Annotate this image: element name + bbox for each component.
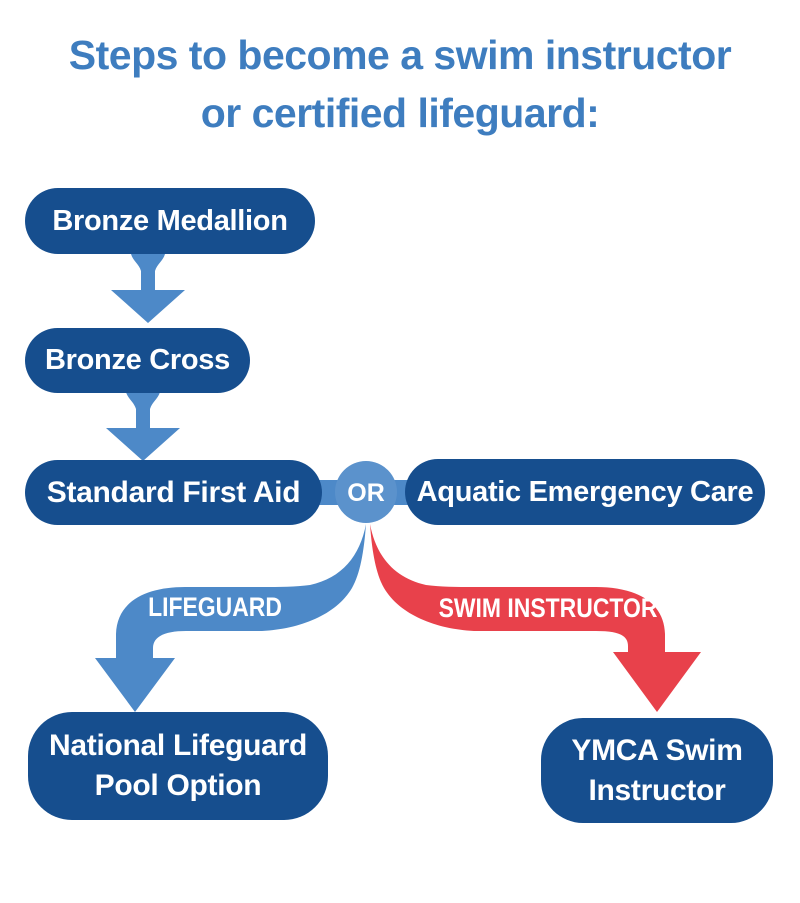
arrow-cross-to-firstaid-icon: [106, 392, 180, 461]
node-national-lifeguard-line1: National Lifeguard: [49, 729, 307, 762]
node-bronze-cross: Bronze Cross: [25, 328, 250, 393]
node-national-lifeguard-line2: Pool Option: [94, 769, 262, 802]
arrow-medallion-to-cross-icon: [111, 254, 185, 323]
swim-instructor-branch-arrow: [370, 524, 701, 712]
node-national-lifeguard-pool-option: National Lifeguard Pool Option: [28, 712, 328, 820]
node-ymca-line2: Instructor: [588, 773, 726, 807]
node-bronze-cross-label: Bronze Cross: [45, 344, 230, 376]
node-standard-first-aid: Standard First Aid: [25, 460, 322, 525]
swim-instructor-branch-label: SWIM INSTRUCTOR: [438, 593, 658, 623]
page-title: Steps to become a swim instructor or cer…: [0, 26, 800, 142]
page-title-line1: Steps to become a swim instructor: [68, 32, 732, 78]
or-label: OR: [347, 479, 385, 507]
or-circle: [335, 461, 397, 523]
node-ymca-swim-instructor: YMCA Swim Instructor: [541, 718, 773, 823]
page-title-line2: or certified lifeguard:: [200, 90, 600, 136]
node-bronze-medallion: Bronze Medallion: [25, 188, 315, 254]
lifeguard-branch-label: LIFEGUARD: [148, 592, 282, 622]
node-ymca-line1: YMCA Swim: [571, 733, 743, 767]
node-bronze-medallion-label: Bronze Medallion: [52, 204, 288, 237]
node-aquatic-emergency-care: Aquatic Emergency Care: [405, 459, 765, 525]
lifeguard-branch-arrow: [95, 524, 366, 712]
node-standard-first-aid-label: Standard First Aid: [46, 475, 301, 509]
node-aquatic-emergency-care-label: Aquatic Emergency Care: [416, 475, 754, 508]
